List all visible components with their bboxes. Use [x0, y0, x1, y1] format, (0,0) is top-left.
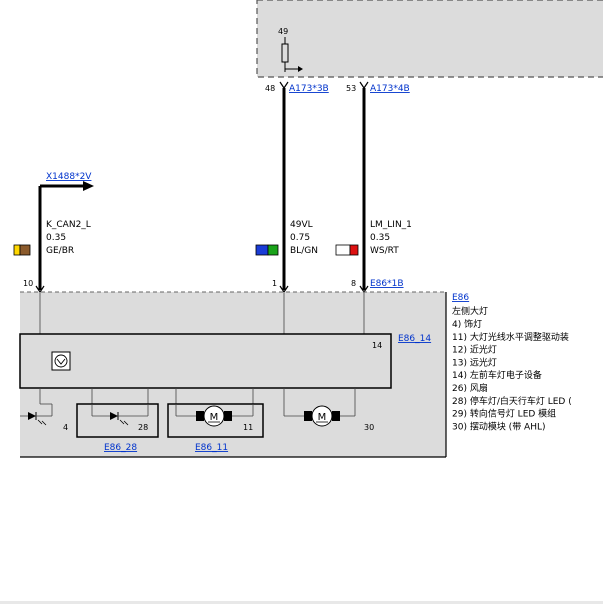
link-e86[interactable]: E86: [452, 293, 469, 303]
wire-gauge: 0.35: [370, 233, 390, 243]
wire-color-code: GE/BR: [46, 246, 74, 256]
link-e86-11[interactable]: E86_11: [195, 443, 228, 453]
link-a173-3b[interactable]: A173*3B: [289, 84, 329, 94]
legend-item: 28) 停车灯/白天行车灯 LED (: [452, 395, 572, 407]
motor-11-icon: M: [175, 404, 254, 427]
e86-14-electronics-box: [19, 333, 392, 389]
connector-chevron-icon: [359, 81, 369, 90]
e86-28-box: [76, 403, 159, 438]
legend-item: 29) 转向信号灯 LED 模组: [452, 408, 556, 420]
bottom-scroll-edge: [0, 601, 603, 604]
pin-4-label: 4: [63, 423, 68, 432]
pin-1-label: 1: [272, 279, 277, 288]
link-a173-4b[interactable]: A173*4B: [370, 84, 410, 94]
wire-color-code: WS/RT: [370, 246, 399, 256]
legend-item: 12) 近光灯: [452, 344, 497, 356]
svg-text:M: M: [318, 412, 327, 423]
link-e86-14[interactable]: E86_14: [398, 334, 431, 344]
wire-name: 49VL: [290, 220, 313, 230]
e86-11-box: [167, 403, 264, 438]
pin-53-label: 53: [346, 84, 356, 93]
motor-30-icon: M: [283, 404, 356, 427]
control-unit-icon: [51, 351, 71, 371]
pin-28-label: 28: [138, 423, 148, 432]
upper-module: 49: [256, 0, 603, 78]
legend-item: 11) 大灯光线水平调整驱动装: [452, 331, 569, 343]
legend-title: 左侧大灯: [452, 305, 488, 317]
legend-item: 30) 摆动模块 (带 AHL): [452, 420, 546, 432]
legend-item: 13) 远光灯: [452, 356, 497, 368]
wire-color-code: BL/GN: [290, 246, 318, 256]
link-x1488[interactable]: X1488*2V: [46, 172, 92, 182]
color-swatch-bl-gn: [255, 244, 279, 256]
connector-chevron-icon: [279, 81, 289, 90]
wire-name: LM_LIN_1: [370, 220, 412, 230]
wire-gauge: 0.35: [46, 233, 66, 243]
link-e86-28[interactable]: E86_28: [104, 443, 137, 453]
legend-item: 4) 饰灯: [452, 318, 482, 330]
wire-name: K_CAN2_L: [46, 220, 91, 230]
link-e86-1b[interactable]: E86*1B: [370, 279, 404, 289]
wire-gauge: 0.75: [290, 233, 310, 243]
pin-48-label: 48: [265, 84, 275, 93]
pin-11-label: 11: [243, 423, 253, 432]
pin-30-label: 30: [364, 423, 374, 432]
resistor-icon: [281, 37, 303, 72]
pin-10-label: 10: [23, 279, 33, 288]
legend-item: 14) 左前车灯电子设备: [452, 369, 542, 381]
led-4-icon: [20, 403, 53, 426]
svg-text:M: M: [210, 412, 219, 423]
resistor-pin-label: 49: [278, 27, 288, 36]
arrow-right-icon: [83, 181, 94, 191]
pin-8-label: 8: [351, 279, 356, 288]
color-swatch-ge-br: [13, 244, 31, 256]
legend-item: 26) 风扇: [452, 382, 488, 394]
pin-14-label: 14: [372, 341, 382, 350]
color-swatch-ws-rt: [335, 244, 359, 256]
led-28-icon: [91, 404, 149, 426]
